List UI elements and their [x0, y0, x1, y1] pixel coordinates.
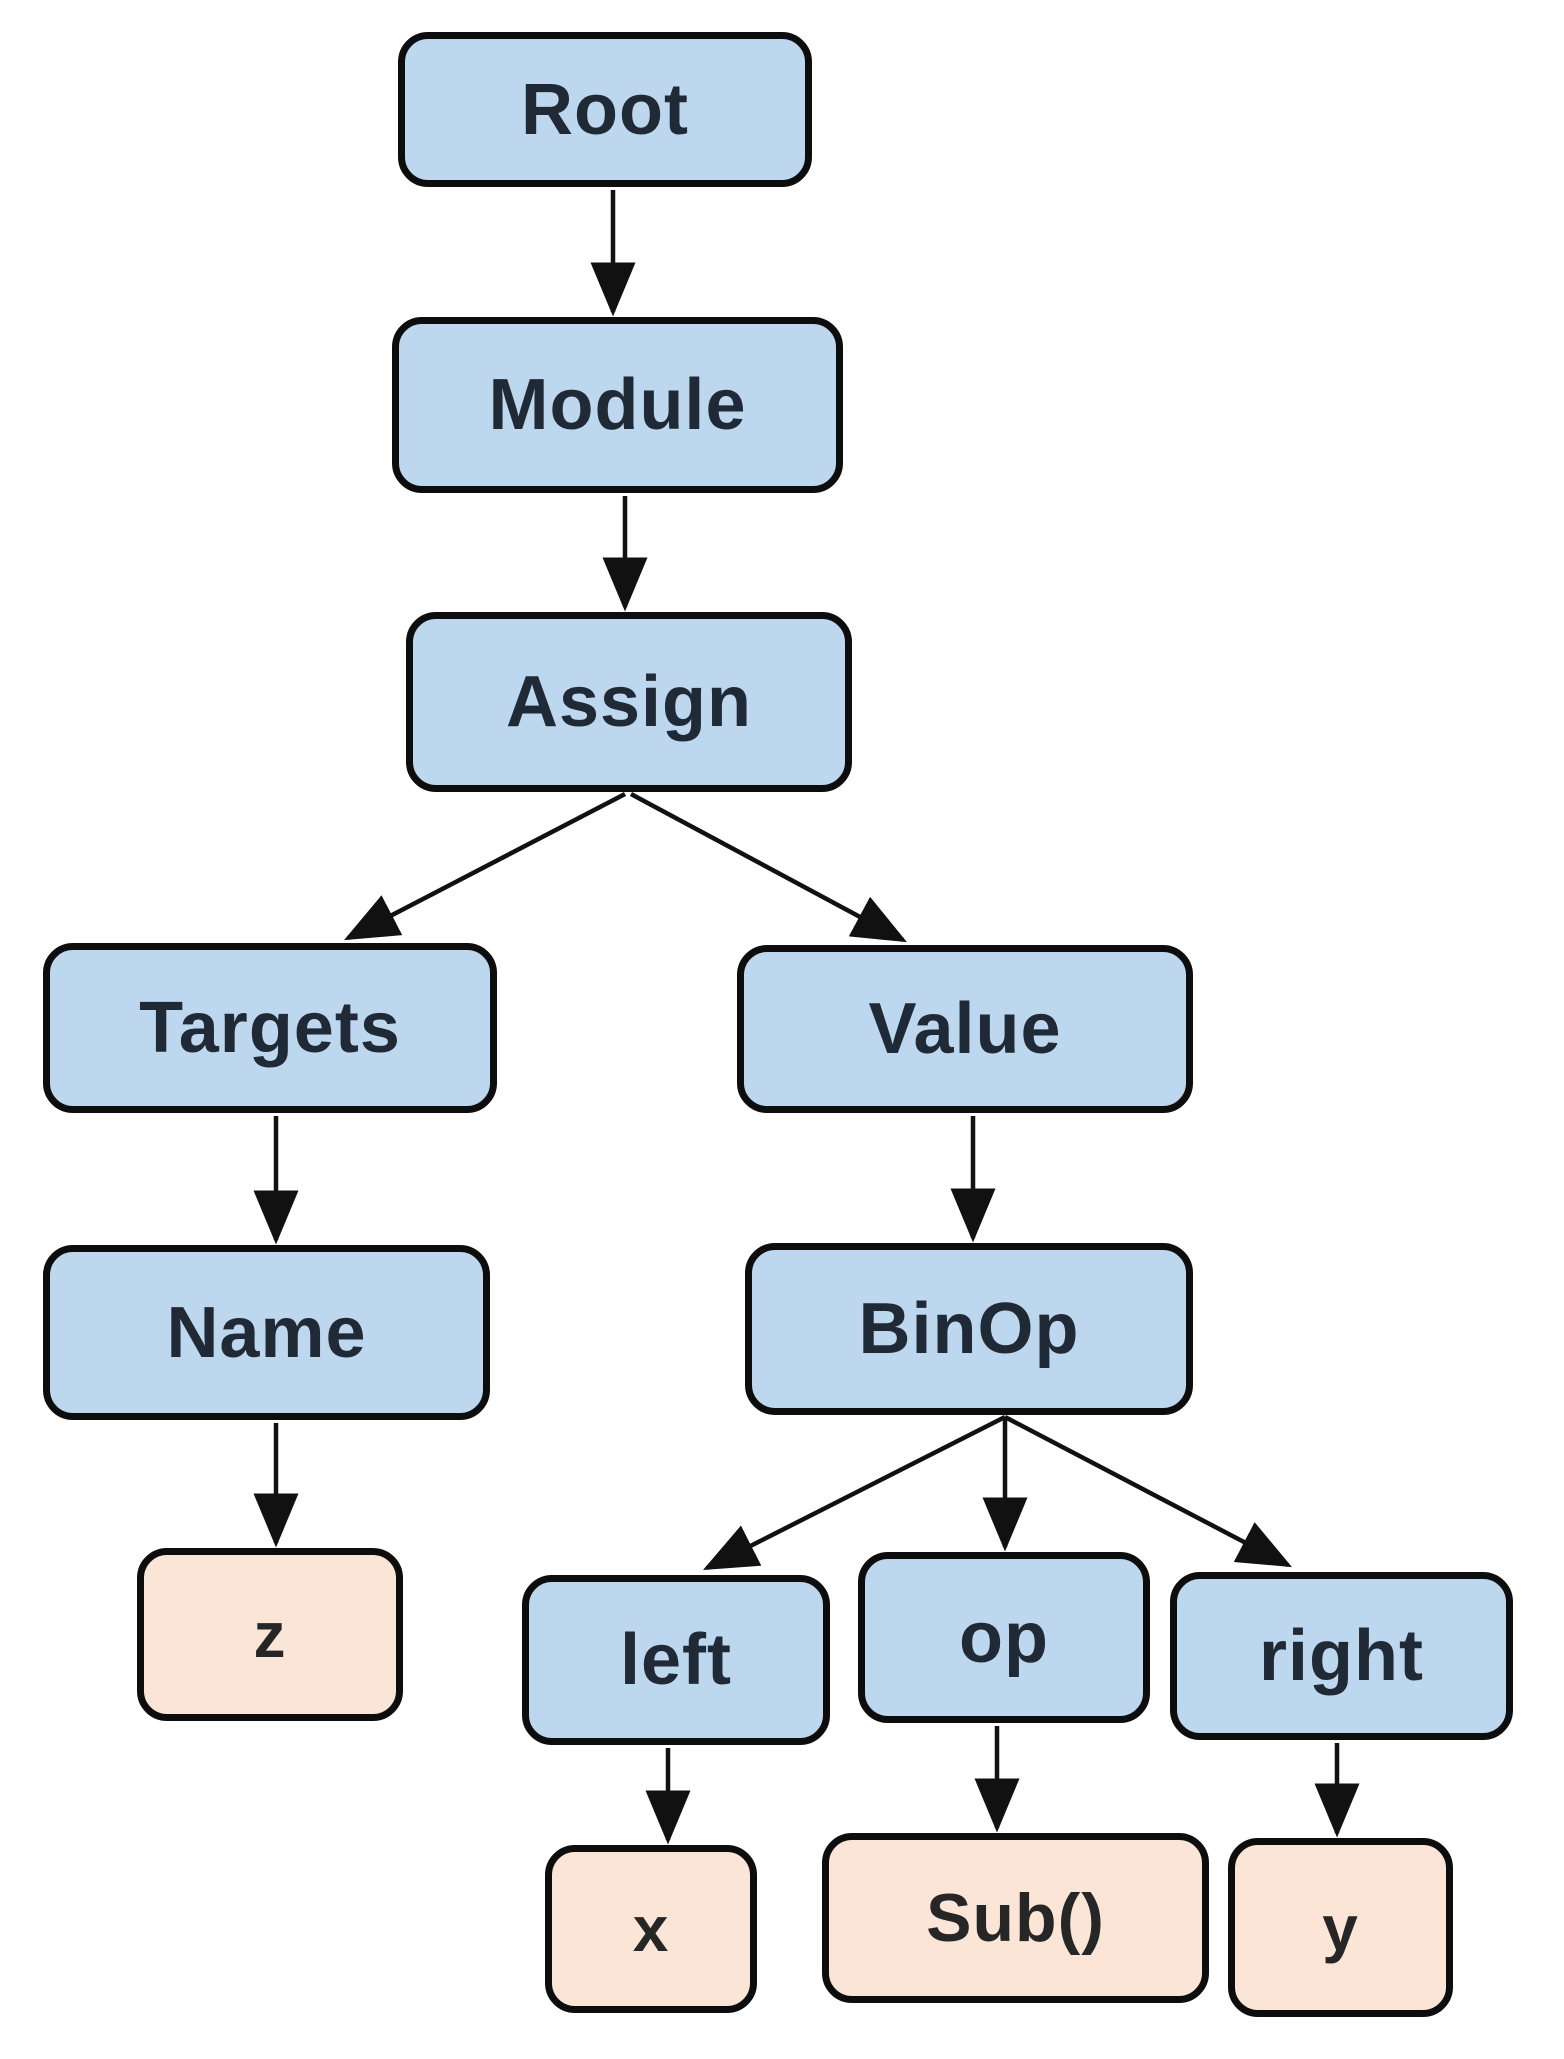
- node-binop-label: BinOp: [858, 1289, 1080, 1369]
- edge-binop-left: [702, 1414, 1007, 1571]
- node-y-label: y: [1322, 1891, 1359, 1964]
- node-targets: Targets: [43, 943, 497, 1113]
- node-root-label: Root: [521, 69, 689, 150]
- node-sub: Sub(): [822, 1833, 1209, 2003]
- edge-assign-targets: [344, 792, 627, 941]
- node-y: y: [1228, 1838, 1453, 2017]
- node-op: op: [858, 1552, 1150, 1723]
- edge-binop-right: [1003, 1415, 1292, 1568]
- node-assign-label: Assign: [505, 662, 753, 742]
- node-name: Name: [43, 1245, 490, 1420]
- node-value-label: Value: [868, 989, 1062, 1069]
- node-x-label: x: [632, 1893, 670, 1965]
- node-x: x: [545, 1845, 757, 2013]
- node-root: Root: [398, 32, 812, 187]
- node-module: Module: [392, 317, 843, 493]
- node-sub-label: Sub(): [926, 1880, 1105, 1956]
- node-z: z: [137, 1548, 403, 1721]
- node-name-label: Name: [166, 1292, 367, 1373]
- node-targets-label: Targets: [139, 988, 401, 1068]
- node-binop: BinOp: [745, 1243, 1193, 1415]
- node-left: left: [522, 1575, 830, 1745]
- node-op-label: op: [959, 1597, 1049, 1678]
- node-module-label: Module: [488, 365, 747, 445]
- node-right-label: right: [1259, 1616, 1424, 1696]
- edge-assign-value: [629, 792, 907, 943]
- node-right: right: [1170, 1572, 1513, 1740]
- node-assign: Assign: [406, 612, 852, 792]
- node-value: Value: [737, 945, 1193, 1113]
- node-left-label: left: [620, 1620, 732, 1700]
- node-z-label: z: [253, 1598, 287, 1671]
